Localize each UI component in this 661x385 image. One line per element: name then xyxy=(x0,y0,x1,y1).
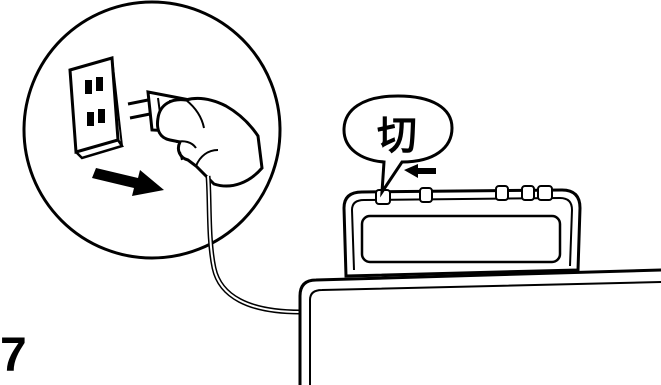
arrow-left-icon xyxy=(404,164,436,178)
table xyxy=(298,268,661,385)
hand xyxy=(156,96,264,188)
magnified-inset xyxy=(22,0,282,260)
arrow-down-right-icon xyxy=(92,168,164,196)
wall-outlet xyxy=(68,56,124,160)
speech-bubble xyxy=(342,94,454,198)
appliance xyxy=(342,185,582,278)
step-number: 7 xyxy=(0,329,27,382)
